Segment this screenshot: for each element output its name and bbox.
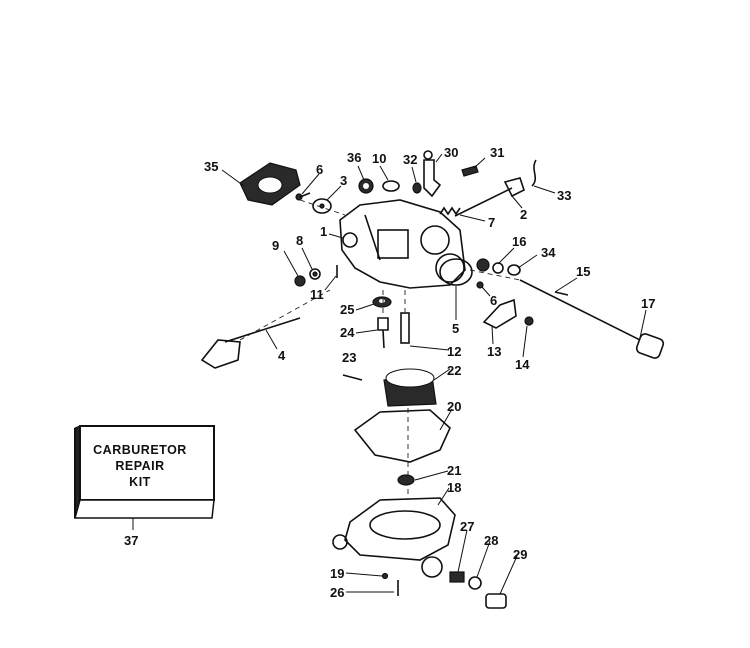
callout-13: 13 <box>487 344 501 359</box>
plate-5 <box>439 258 473 286</box>
callout-19: 19 <box>330 566 344 581</box>
nut-36 <box>358 178 374 194</box>
callout-labels: 35 6 36 10 32 30 31 33 3 1 7 2 9 8 11 16… <box>124 145 655 600</box>
screw-31 <box>461 165 479 177</box>
wire-33 <box>531 159 537 187</box>
callout-1: 1 <box>320 224 327 239</box>
callout-12: 12 <box>447 344 461 359</box>
callout-27: 27 <box>460 519 474 534</box>
screw-6a <box>295 192 311 201</box>
callout-28: 28 <box>484 533 498 548</box>
jet-24 <box>377 317 389 349</box>
callout-14: 14 <box>515 357 530 372</box>
callout-15: 15 <box>576 264 590 279</box>
float-22 <box>383 368 437 407</box>
callout-24: 24 <box>340 325 355 340</box>
pin-23 <box>342 374 363 381</box>
callout-21: 21 <box>447 463 461 478</box>
callout-8: 8 <box>296 233 303 248</box>
plug-29 <box>485 593 507 609</box>
callout-5: 5 <box>452 321 459 336</box>
callout-3: 3 <box>340 173 347 188</box>
callout-11: 11 <box>310 287 324 302</box>
callout-20: 20 <box>447 399 461 414</box>
bowl-18 <box>332 497 456 578</box>
washer-8 <box>309 268 321 280</box>
carburetor-body <box>339 199 466 289</box>
gasket-35 <box>239 162 301 206</box>
callout-29: 29 <box>513 547 527 562</box>
callout-6: 6 <box>316 162 323 177</box>
screw-9 <box>294 275 306 287</box>
kit-line-1: CARBURETOR <box>93 443 187 457</box>
callout-26: 26 <box>330 585 344 600</box>
callout-30: 30 <box>444 145 458 160</box>
needle-12 <box>400 312 410 344</box>
callout-4: 4 <box>278 348 286 363</box>
bracket-13 <box>482 298 517 329</box>
fitting-30 <box>423 150 442 198</box>
callout-17: 17 <box>641 296 655 311</box>
shaft-2 <box>454 177 525 217</box>
assembly-lines <box>239 199 521 500</box>
cap-17 <box>635 333 665 359</box>
callout-10: 10 <box>372 151 386 166</box>
callout-25: 25 <box>340 302 354 317</box>
screw-6b <box>476 281 484 289</box>
callout-31: 31 <box>490 145 504 160</box>
repair-kit-box: CARBURETOR REPAIR KIT <box>74 425 215 519</box>
callout-7: 7 <box>488 215 495 230</box>
callout-37: 37 <box>124 533 138 548</box>
ball-19 <box>381 572 389 580</box>
nut-21 <box>397 474 415 486</box>
callout-32: 32 <box>403 152 417 167</box>
screw-27 <box>449 571 465 583</box>
callout-33: 33 <box>557 188 571 203</box>
needle-15 <box>519 279 641 341</box>
screw-14 <box>524 316 534 326</box>
kit-line-3: KIT <box>129 475 151 489</box>
callout-34: 34 <box>541 245 556 260</box>
washer-32 <box>412 182 422 194</box>
callout-18: 18 <box>447 480 461 495</box>
leader-lines <box>132 153 647 595</box>
callout-35: 35 <box>204 159 218 174</box>
washer-25 <box>372 296 392 308</box>
nuts-16 <box>476 258 504 274</box>
disc-3 <box>312 198 332 214</box>
callout-23: 23 <box>342 350 356 365</box>
spring-7 <box>439 206 461 216</box>
callout-6b: 6 <box>490 293 497 308</box>
washer-34 <box>507 264 521 276</box>
callout-2: 2 <box>520 207 527 222</box>
callout-16: 16 <box>512 234 526 249</box>
callout-9: 9 <box>272 238 279 253</box>
kit-line-2: REPAIR <box>115 459 164 473</box>
callout-22: 22 <box>447 363 461 378</box>
washer-28 <box>468 576 482 590</box>
plug-10 <box>382 180 400 192</box>
arm-4 <box>200 317 301 369</box>
gasket-20 <box>353 409 451 463</box>
callout-36: 36 <box>347 150 361 165</box>
